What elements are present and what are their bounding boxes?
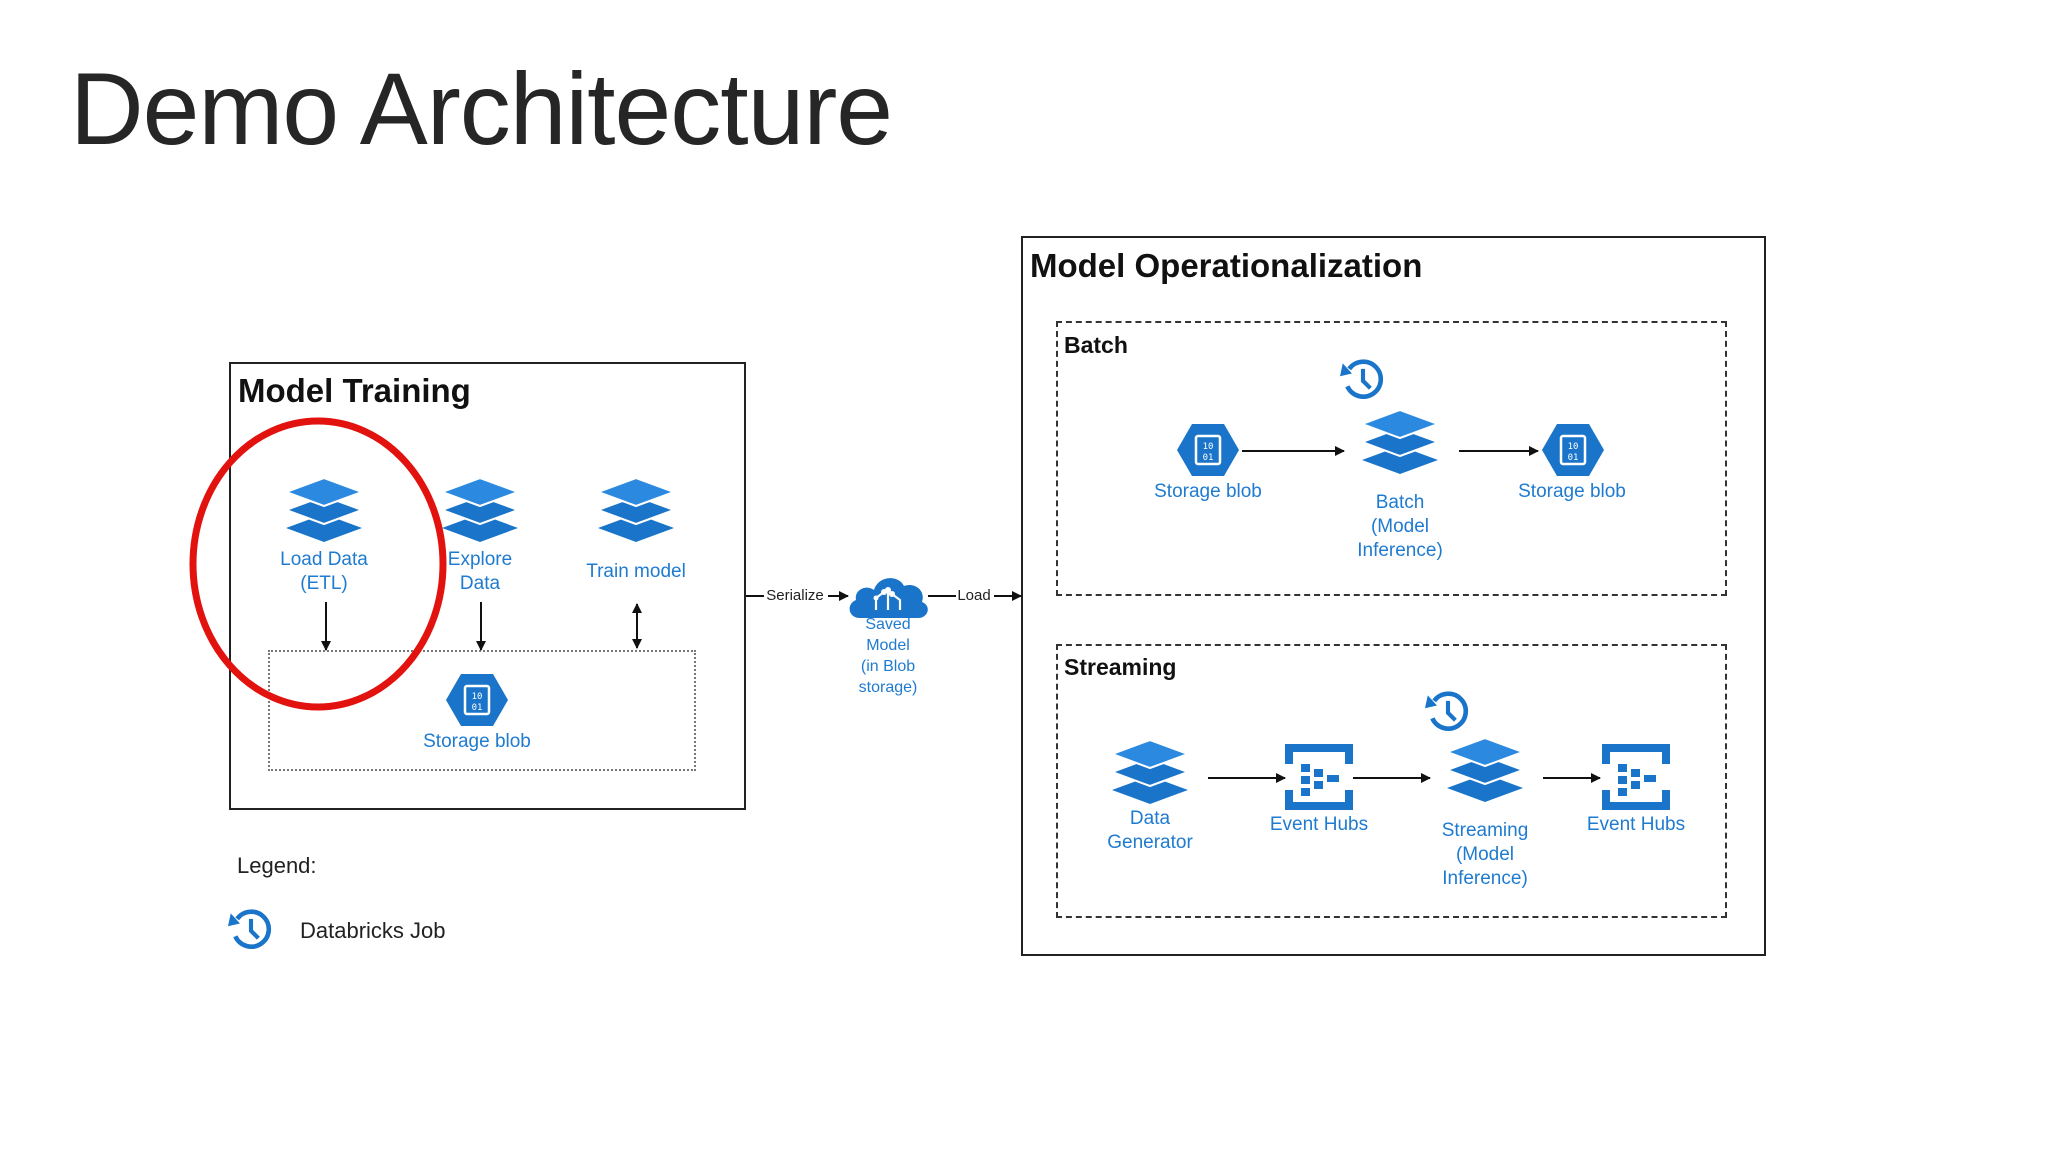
batch-job-label: Batch (Model Inference) [1330, 491, 1470, 563]
legend-title: Legend: [237, 853, 317, 878]
data-generator-label-line2: Generator [1107, 832, 1193, 853]
explore-data-label-line2: Data [459, 573, 501, 594]
train-model-label: Train model [586, 561, 686, 582]
saved-model-label-line3: (in Blob [860, 658, 916, 675]
load-data-label-line1: Load Data [280, 549, 368, 570]
model-training-panel [229, 362, 746, 810]
slide-title: Demo Architecture [70, 52, 893, 166]
batch-source-label: Storage blob [1154, 481, 1262, 502]
event-hubs-in-label: Event Hubs [1269, 814, 1369, 835]
batch-title: Batch [1064, 332, 1128, 358]
data-generator-label: Data Generator [1090, 807, 1210, 855]
streaming-region [1056, 644, 1727, 918]
model-operationalization-title: Model Operationalization [1030, 247, 1423, 284]
legend-databricks-job: Databricks Job [300, 918, 446, 943]
storage-blob-label: Storage blob [423, 731, 531, 752]
streaming-job-label-line3: Inference) [1442, 868, 1528, 889]
highlight-circle [189, 417, 447, 711]
batch-region [1056, 321, 1727, 596]
batch-job-label-line1: Batch [1375, 492, 1425, 513]
saved-model-label: Saved Model (in Blob storage) [826, 614, 950, 698]
model-training-title: Model Training [238, 372, 471, 409]
streaming-job-label-line2: (Model [1455, 844, 1515, 865]
model-operationalization-panel [1021, 236, 1766, 956]
batch-job-label-line2: (Model [1370, 516, 1430, 537]
data-generator-label-line1: Data [1129, 808, 1171, 829]
explore-data-label: Explore Data [420, 548, 540, 596]
streaming-job-label-line1: Streaming [1441, 820, 1529, 841]
saved-model-label-line4: storage) [858, 679, 918, 696]
event-hubs-out-label: Event Hubs [1586, 814, 1686, 835]
load-label: Load [954, 585, 994, 606]
streaming-title: Streaming [1064, 654, 1177, 680]
load-data-label: Load Data (ETL) [264, 548, 384, 596]
explore-data-label-line1: Explore [447, 549, 513, 570]
load-data-label-line2: (ETL) [300, 573, 348, 594]
saved-model-label-line1: Saved [865, 616, 911, 633]
batch-sink-label: Storage blob [1518, 481, 1626, 502]
batch-job-label-line3: Inference) [1357, 540, 1443, 561]
streaming-job-label: Streaming (Model Inference) [1415, 819, 1555, 891]
serialize-label: Serialize [762, 585, 828, 606]
saved-model-label-line2: Model [866, 637, 910, 654]
storage-region [268, 650, 696, 771]
